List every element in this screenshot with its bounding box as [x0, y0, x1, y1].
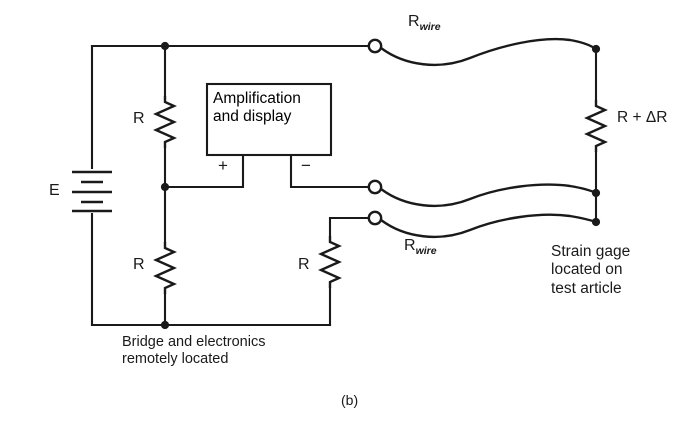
junction-dot-gage-bottom [591, 217, 601, 227]
resistor-bottom-left-label: R [133, 256, 145, 273]
r-wire-bottom-symbol: R [404, 237, 416, 254]
lead-wire-top [379, 37, 598, 67]
amplification-box-text: Amplification and display [213, 90, 331, 126]
gage-note: Strain gage located on test article [551, 243, 630, 298]
strain-gage-label: R + ΔR [617, 109, 668, 126]
wire-plus-terminal-lead [163, 153, 245, 189]
source-label-E: E [49, 182, 60, 199]
junction-dot-gage-top [591, 44, 601, 54]
r-wire-label-bottom: Rwire [404, 237, 437, 258]
gage-note-line2: located on [551, 261, 623, 279]
bridge-note: Bridge and electronics remotely located [122, 334, 265, 368]
minus-terminal-label: − [301, 156, 311, 175]
wire-minus-terminal-lead [289, 153, 375, 189]
amplification-box-line2: and display [213, 108, 292, 125]
r-wire-label-top: Rwire [408, 13, 441, 34]
junction-dot-bridge-top [160, 41, 170, 51]
r-wire-top-subscript: wire [419, 21, 441, 34]
terminal-post-bottom[interactable] [367, 210, 383, 226]
strain-gage-resistor-symbol [584, 100, 608, 152]
bridge-note-line2: remotely located [122, 351, 229, 368]
junction-dot-gage-middle [591, 188, 601, 198]
junction-dot-bridge-middle [160, 182, 170, 192]
terminal-post-top[interactable] [367, 38, 383, 54]
lead-wire-middle [379, 183, 598, 208]
plus-terminal-label: + [218, 156, 228, 175]
resistor-bottom-left-symbol [153, 242, 177, 294]
bridge-note-line1: Bridge and electronics [122, 334, 266, 350]
amplification-box-line1: Amplification [213, 90, 301, 107]
figure-caption: (b) [341, 392, 359, 408]
resistor-bottom-right-label: R [298, 256, 310, 273]
amplification-box-outline [205, 82, 333, 157]
gage-note-line1: Strain gage [551, 243, 631, 260]
gage-note-line3: test article [551, 279, 622, 297]
r-wire-bottom-subscript: wire [415, 245, 437, 258]
resistor-bottom-right-symbol [318, 236, 342, 288]
terminal-post-middle[interactable] [367, 179, 383, 195]
resistor-top-left-label: R [133, 110, 145, 127]
wire-R3-to-terminal [328, 216, 375, 238]
lead-wire-bottom [379, 213, 598, 239]
junction-dot-bridge-bottom [160, 320, 170, 330]
resistor-top-left-symbol [153, 96, 177, 148]
r-wire-top-symbol: R [408, 13, 420, 30]
